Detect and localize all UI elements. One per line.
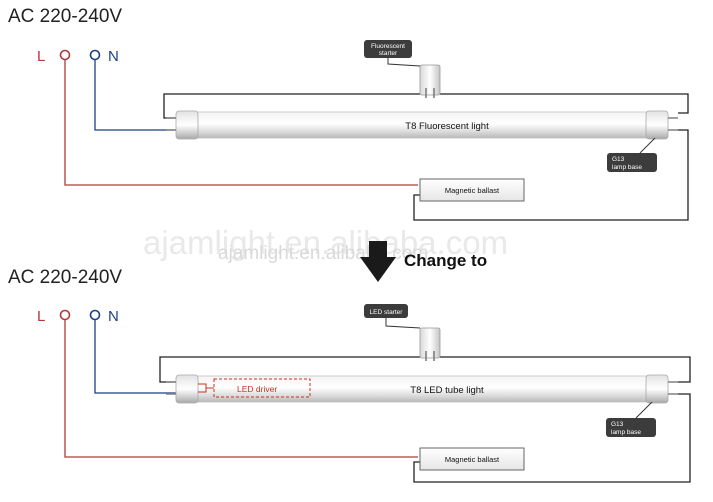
bottom-starter [419, 327, 441, 361]
top-starter-callout-line1: Fluorescent [371, 43, 405, 50]
top-ballast-label: Magnetic ballast [445, 186, 500, 195]
bottom-live-wire [64, 320, 418, 458]
top-tube-label: T8 Fluorescent light [405, 121, 489, 132]
bottom-ballast: Magnetic ballast [419, 447, 525, 471]
bottom-ballast-label: Magnetic ballast [445, 455, 500, 464]
bottom-base-callout: G13 lamp base [606, 401, 656, 437]
bottom-base-callout-line2: lamp base [611, 429, 641, 436]
top-neutral-terminal [89, 49, 101, 61]
led-driver: LED driver [198, 378, 311, 398]
bottom-live-label: L [37, 308, 45, 325]
top-live-label: L [37, 48, 45, 65]
top-starter-callout-line2: starter [379, 50, 398, 57]
bottom-tube-label: T8 LED tube light [410, 385, 484, 396]
top-supply-label: AC 220-240V [8, 6, 122, 27]
top-live-terminal [59, 49, 71, 61]
top-live-wire [64, 60, 418, 186]
top-base-callout-line1: G13 [612, 156, 625, 163]
bottom-supply-label: AC 220-240V [8, 267, 122, 288]
change-label: Change to [404, 251, 487, 270]
bottom-neutral-wire [94, 320, 176, 394]
watermark-large: ajamlight.en.alibaba.com [143, 224, 508, 261]
bottom-starter-callout-line1: LED starter [370, 309, 404, 316]
bottom-starter-callout: LED starter [364, 304, 421, 329]
top-base-callout-line2: lamp base [612, 164, 642, 171]
top-base-callout: G13 lamp base [607, 137, 657, 172]
change-arrow-icon [360, 241, 396, 282]
top-ballast: Magnetic ballast [419, 178, 525, 202]
led-driver-label: LED driver [237, 384, 277, 394]
top-neutral-label: N [108, 48, 119, 65]
top-starter [419, 64, 441, 98]
bottom-live-terminal [59, 309, 71, 321]
top-neutral-wire [94, 60, 176, 131]
watermark-small: ajamlight.en.alibaba.com [218, 243, 428, 264]
bottom-led-tube [166, 374, 678, 404]
bottom-base-callout-line1: G13 [611, 421, 624, 428]
top-starter-callout: Fluorescent starter [364, 40, 421, 67]
bottom-neutral-label: N [108, 308, 119, 325]
bottom-neutral-terminal [89, 309, 101, 321]
top-fluorescent-tube [166, 110, 678, 140]
